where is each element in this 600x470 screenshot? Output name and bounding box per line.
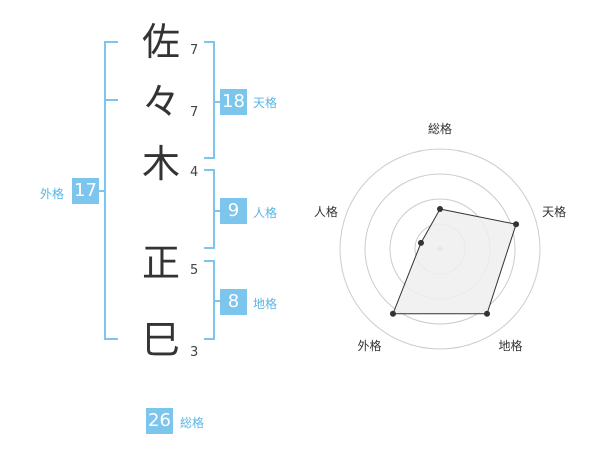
stroke-count-3: 4: [190, 165, 199, 180]
stroke-count-4: 5: [190, 263, 199, 278]
chikaku-label: 地格: [253, 297, 278, 311]
radar-axis-label-2: 天格: [542, 204, 566, 219]
radar-axis-label-5: 人格: [314, 204, 338, 219]
tenkaku-label: 天格: [253, 96, 278, 110]
stroke-count-5: 3: [190, 345, 199, 360]
gaikaku-value: 17: [72, 178, 99, 204]
radar-ring: [339, 148, 541, 350]
gaikaku-label: 外格: [40, 187, 65, 201]
jinkaku-value: 9: [220, 198, 247, 224]
name-char-2: 々: [141, 80, 180, 124]
radar-point-3: [484, 310, 491, 317]
radar-axis-label-3: 地格: [499, 338, 523, 353]
radar-axis-label-4: 外格: [357, 338, 381, 353]
chikaku-value: 8: [220, 289, 247, 315]
name-char-5: 巳: [141, 318, 180, 362]
jinkaku-label: 人格: [253, 206, 278, 220]
stroke-count-1: 7: [190, 43, 199, 58]
soukaku-value: 26: [146, 408, 173, 434]
stroke-count-2: 7: [190, 105, 199, 120]
name-char-4: 正: [141, 241, 180, 285]
tenkaku-value: 18: [220, 89, 247, 115]
soukaku-label: 総格: [180, 416, 205, 430]
radar-point-5: [417, 239, 424, 246]
radar-ring: [364, 173, 516, 325]
radar-data-polygon: [392, 208, 517, 315]
radar-point-1: [437, 206, 443, 212]
radar-axis-label-1: 総格: [428, 121, 452, 136]
radar-point-4: [389, 310, 396, 317]
radar-point-2: [513, 221, 520, 228]
name-char-1: 佐: [141, 20, 180, 64]
name-char-3: 木: [141, 142, 180, 186]
